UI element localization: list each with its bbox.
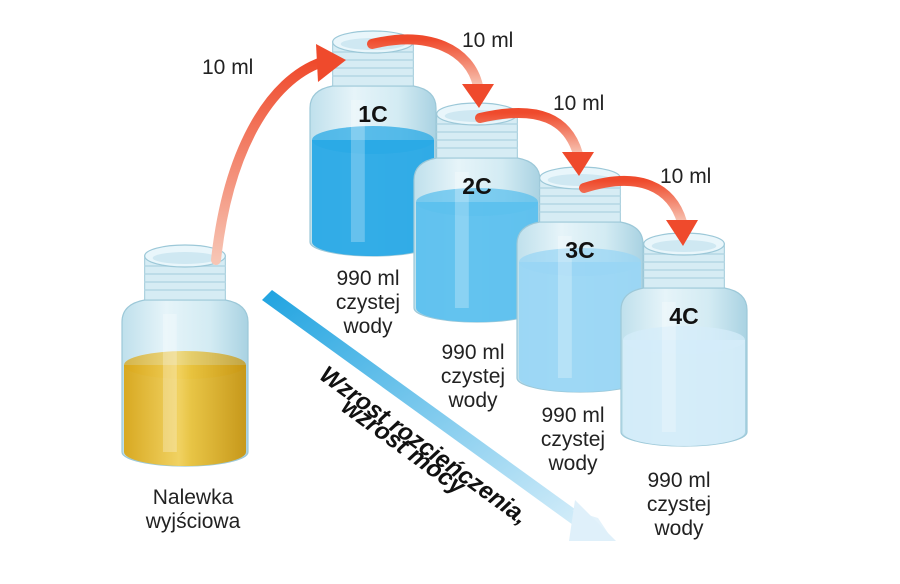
transfer-label-2: 10 ml: [462, 29, 514, 52]
water-label-3c-line3: wody: [548, 452, 598, 475]
transfer-label-1: 10 ml: [202, 56, 254, 79]
water-label-4c-line2: czystej: [646, 493, 712, 516]
glass-highlight: [454, 172, 469, 308]
water-label-1c-line1: 990 ml: [336, 267, 400, 290]
water-label-1c-line3: wody: [343, 315, 393, 338]
water-label-3c: 990 ml czystej wody: [523, 404, 623, 476]
liquid-surface: [416, 188, 538, 216]
glass-highlight: [557, 236, 572, 378]
jar-name-label: 1C: [358, 101, 387, 127]
arrow-2c-3c-head: [562, 152, 594, 176]
trend-arrow: [262, 290, 616, 541]
jar-liquid: [312, 140, 434, 256]
water-label-2c-line1: 990 ml: [441, 341, 505, 364]
source-label: Nalewka wyjściowa: [118, 486, 268, 534]
glass-highlight: [162, 314, 177, 452]
jar-liquid: [416, 202, 538, 322]
source-label-line2: wyjściowa: [145, 510, 241, 533]
water-label-1c: 990 ml czystej wody: [318, 267, 418, 339]
jar-liquid: [124, 365, 246, 466]
jar-3c: 3C: [516, 166, 644, 393]
jar-opening-inner: [651, 240, 717, 252]
jar-liquid: [623, 340, 745, 446]
arrow-3c-4c-shaft: [579, 175, 687, 227]
jar-liquid: [519, 262, 641, 392]
jar-opening-inner: [152, 252, 218, 264]
jar-1c: 1C: [309, 30, 437, 257]
liquid-surface: [312, 126, 434, 154]
arrow-2c-3c-shaft: [475, 107, 583, 159]
transfer-arrows: [211, 34, 698, 265]
glass-highlight: [350, 100, 365, 242]
source-jar: [121, 244, 249, 467]
arrow-3c-4c-head: [666, 220, 698, 246]
water-label-4c-line1: 990 ml: [647, 469, 711, 492]
source-label-line1: Nalewka: [152, 486, 234, 509]
water-label-4c: 990 ml czystej wody: [629, 469, 729, 541]
arrow-1c-2c-head: [462, 84, 494, 108]
water-label-2c-line3: wody: [448, 389, 498, 412]
arrow-source-1c-shaft: [211, 57, 327, 265]
jar-name-label: 4C: [669, 303, 698, 329]
water-label-2c-line2: czystej: [440, 365, 506, 388]
water-label-4c-line3: wody: [654, 517, 704, 540]
transfer-label-3: 10 ml: [553, 92, 605, 115]
liquid-surface: [124, 351, 246, 379]
arrow-source-1c-head: [316, 44, 346, 82]
jar-4c: 4C: [620, 232, 748, 447]
jar-2c: 2C: [413, 102, 541, 323]
water-label-3c-line2: czystej: [540, 428, 606, 451]
transfer-label-4: 10 ml: [660, 165, 712, 188]
jar-name-label: 2C: [462, 173, 491, 199]
glass-highlight: [661, 302, 676, 432]
water-label-2c: 990 ml czystej wody: [423, 341, 523, 413]
jar-name-label: 3C: [565, 237, 594, 263]
water-label-1c-line2: czystej: [335, 291, 401, 314]
water-label-3c-line1: 990 ml: [541, 404, 605, 427]
arrow-1c-2c-shaft: [367, 34, 483, 91]
liquid-surface: [623, 326, 745, 354]
liquid-surface: [519, 248, 641, 276]
